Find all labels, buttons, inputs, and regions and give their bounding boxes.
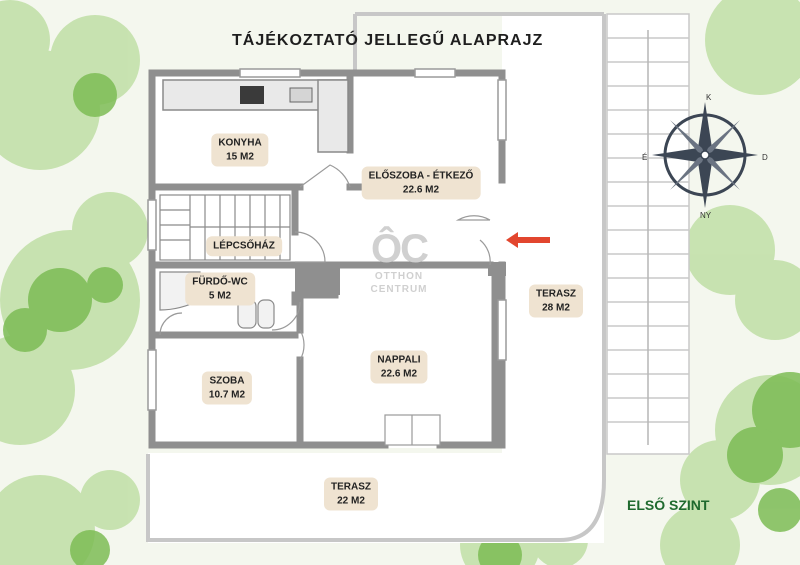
room-label-nappali: NAPPALI 22.6 M2 [370,350,428,384]
room-label-eloszoba: ELŐSZOBA - ÉTKEZŐ 22.6 M2 [361,166,481,200]
compass-west: É [642,153,647,162]
windows [147,68,507,411]
compass-north: K [706,93,712,102]
room-area: 22.6 M2 [402,184,440,195]
room-area: 22 M2 [337,495,365,506]
room-name: TERASZ [536,288,576,300]
room-area: 28 M2 [542,302,570,313]
terrace-east-area [502,14,604,454]
room-label-terasz-south: TERASZ 22 M2 [324,477,378,511]
room-label-furdo: FÜRDŐ-WC 5 M2 [185,272,255,306]
level-label: ELSŐ SZINT [627,497,710,513]
room-area: 15 M2 [226,151,254,162]
compass-south: NY [700,211,712,220]
compass-rose-icon: K D NY É [642,93,768,220]
compass-east: D [762,153,768,162]
room-name: SZOBA [209,375,245,387]
room-name: LÉPCSŐHÁZ [213,240,275,252]
walls [148,69,506,449]
arrow-left-icon [506,232,550,248]
room-label-szoba: SZOBA 10.7 M2 [201,371,253,405]
logo-line2: CENTRUM [370,284,428,295]
room-area: 5 M2 [208,290,232,301]
room-area: 10.7 M2 [208,389,246,400]
plan-title: TÁJÉKOZTATÓ JELLEGŰ ALAPRAJZ [232,32,544,49]
terrace-outline [146,12,606,542]
logo-monogram: ÔC [371,227,429,271]
doors [159,164,491,446]
kitchen-counter [162,79,349,153]
room-name: ELŐSZOBA - ÉTKEZŐ [368,170,474,182]
room-name: TERASZ [331,481,371,493]
exterior-stairs [606,13,690,455]
room-label-terasz-east: TERASZ 28 M2 [529,284,583,318]
room-name: FÜRDŐ-WC [192,276,248,288]
room-label-lepcsohaz: LÉPCSŐHÁZ [206,236,282,256]
logo-line1: OTTHON [374,271,424,282]
room-name: KONYHA [218,137,262,149]
otthon-centrum-logo: ÔC OTTHON CENTRUM [367,228,431,296]
room-area: 22.6 M2 [380,368,418,379]
room-label-konyha: KONYHA 15 M2 [211,133,269,167]
room-name: NAPPALI [377,354,421,366]
